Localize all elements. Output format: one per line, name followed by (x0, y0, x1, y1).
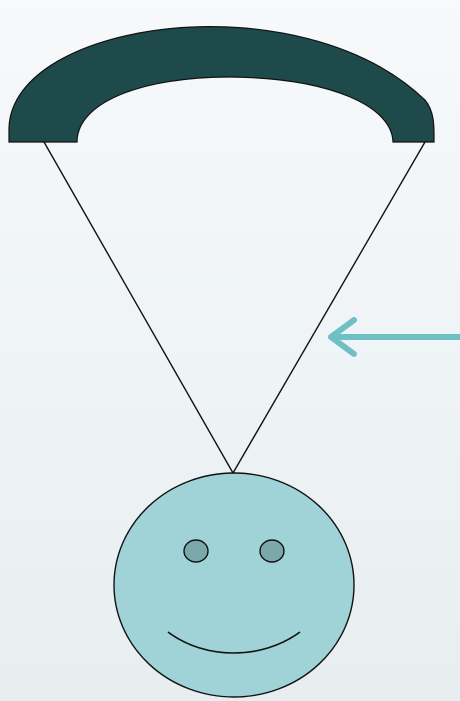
left-eye (183, 539, 209, 563)
arrow-left-icon (328, 317, 460, 357)
suspension-line-left (43, 141, 234, 474)
parachute-canopy (8, 26, 435, 143)
smiley-face-icon (113, 472, 355, 698)
smile-mouth (167, 631, 301, 654)
suspension-line-right (232, 141, 426, 474)
right-eye (259, 539, 285, 563)
face-circle (113, 472, 355, 698)
